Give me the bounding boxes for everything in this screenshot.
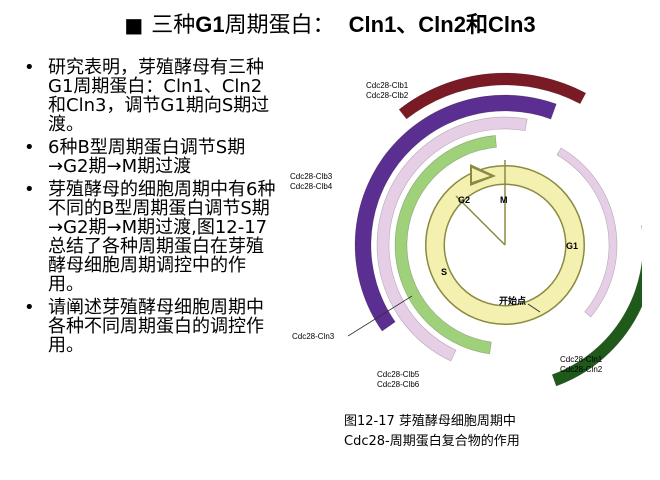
label-clb2: Cdc28-Clb2: [366, 91, 409, 100]
title-cyclins: Cln1、Cln2和Cln3: [348, 12, 536, 37]
arc-clb3-clb4: [354, 94, 557, 332]
phase-label-s: S: [441, 267, 447, 277]
bullet-marker: •: [24, 137, 35, 158]
label-cln3-pointer: [347, 295, 413, 337]
label-clb5: Cdc28-Clb5: [377, 370, 420, 379]
bullet-text: 6种B型周期蛋白调节S期→G2期→M期过渡: [48, 137, 246, 177]
bullet-marker: •: [24, 297, 35, 318]
arc-cln1-cln2: [551, 225, 642, 387]
bullet-item: • 6种B型周期蛋白调节S期→G2期→M期过渡: [18, 138, 278, 176]
bullet-item: • 芽殖酵母的细胞周期中有6种不同的B型周期蛋白调节S期→G2期→M期过渡,图12…: [18, 180, 278, 294]
label-cln3: Cdc28-Cln3: [292, 332, 335, 341]
start-point-pointer: [527, 303, 541, 313]
arc-clb1-clb2: [398, 72, 587, 120]
label-clb3: Cdc28-Clb3: [290, 172, 333, 181]
bullet-text: 芽殖酵母的细胞周期中有6种不同的B型周期蛋白调节S期→G2期→M期过渡,图12-…: [48, 179, 276, 295]
bullet-item: • 研究表明，芽殖酵母有三种G1周期蛋白：Cln1、Cln2和Cln3，调节G1期…: [18, 58, 278, 134]
slide-title: ■ 三种G1周期蛋白： Cln1、Cln2和Cln3: [0, 10, 660, 41]
label-clb1: Cdc28-Clb1: [366, 81, 409, 90]
bullet-item: • 请阐述芽殖酵母细胞周期中各种不同周期蛋白的调控作用。: [18, 298, 278, 355]
cell-cycle-figure: G2 M G1 S 开始点 Cdc28-Clb1 Cdc28-Clb2 Cdc2…: [290, 72, 642, 389]
label-cln2: Cdc28-Cln2: [560, 365, 603, 374]
caption-line-2: Cdc28-周期蛋白复合物的作用: [344, 434, 520, 449]
cyclin-arcs: [354, 72, 642, 387]
bullet-marker: •: [24, 179, 35, 200]
phase-label-m: M: [500, 195, 508, 205]
label-clb6: Cdc28-Clb6: [377, 380, 420, 389]
title-g1: G1: [195, 12, 225, 37]
label-clb4: Cdc28-Clb4: [290, 182, 333, 191]
start-point-label: 开始点: [499, 295, 526, 306]
figure-caption: 图12-17 芽殖酵母细胞周期中 Cdc28-周期蛋白复合物的作用: [344, 412, 644, 452]
title-prefix: 三种: [151, 13, 196, 38]
label-cln1: Cdc28-Cln1: [560, 355, 603, 364]
caption-line-1: 图12-17 芽殖酵母细胞周期中: [344, 414, 516, 429]
cycle-arrow-fill: [472, 168, 490, 182]
arc-cln3-right: [556, 147, 618, 318]
bullet-text: 请阐述芽殖酵母细胞周期中各种不同周期蛋白的调控作用。: [48, 297, 264, 356]
title-mid: 周期蛋白：: [224, 13, 335, 38]
phase-label-g2: G2: [458, 195, 470, 205]
bullet-marker: •: [24, 57, 35, 78]
bullet-list: • 研究表明，芽殖酵母有三种G1周期蛋白：Cln1、Cln2和Cln3，调节G1期…: [18, 58, 278, 359]
title-marker: ■: [124, 13, 144, 37]
phase-divider: [455, 195, 506, 246]
phase-label-g1: G1: [566, 241, 578, 251]
arc-cln3: [376, 116, 528, 362]
bullet-text: 研究表明，芽殖酵母有三种G1周期蛋白：Cln1、Cln2和Cln3，调节G1期向…: [48, 57, 270, 135]
